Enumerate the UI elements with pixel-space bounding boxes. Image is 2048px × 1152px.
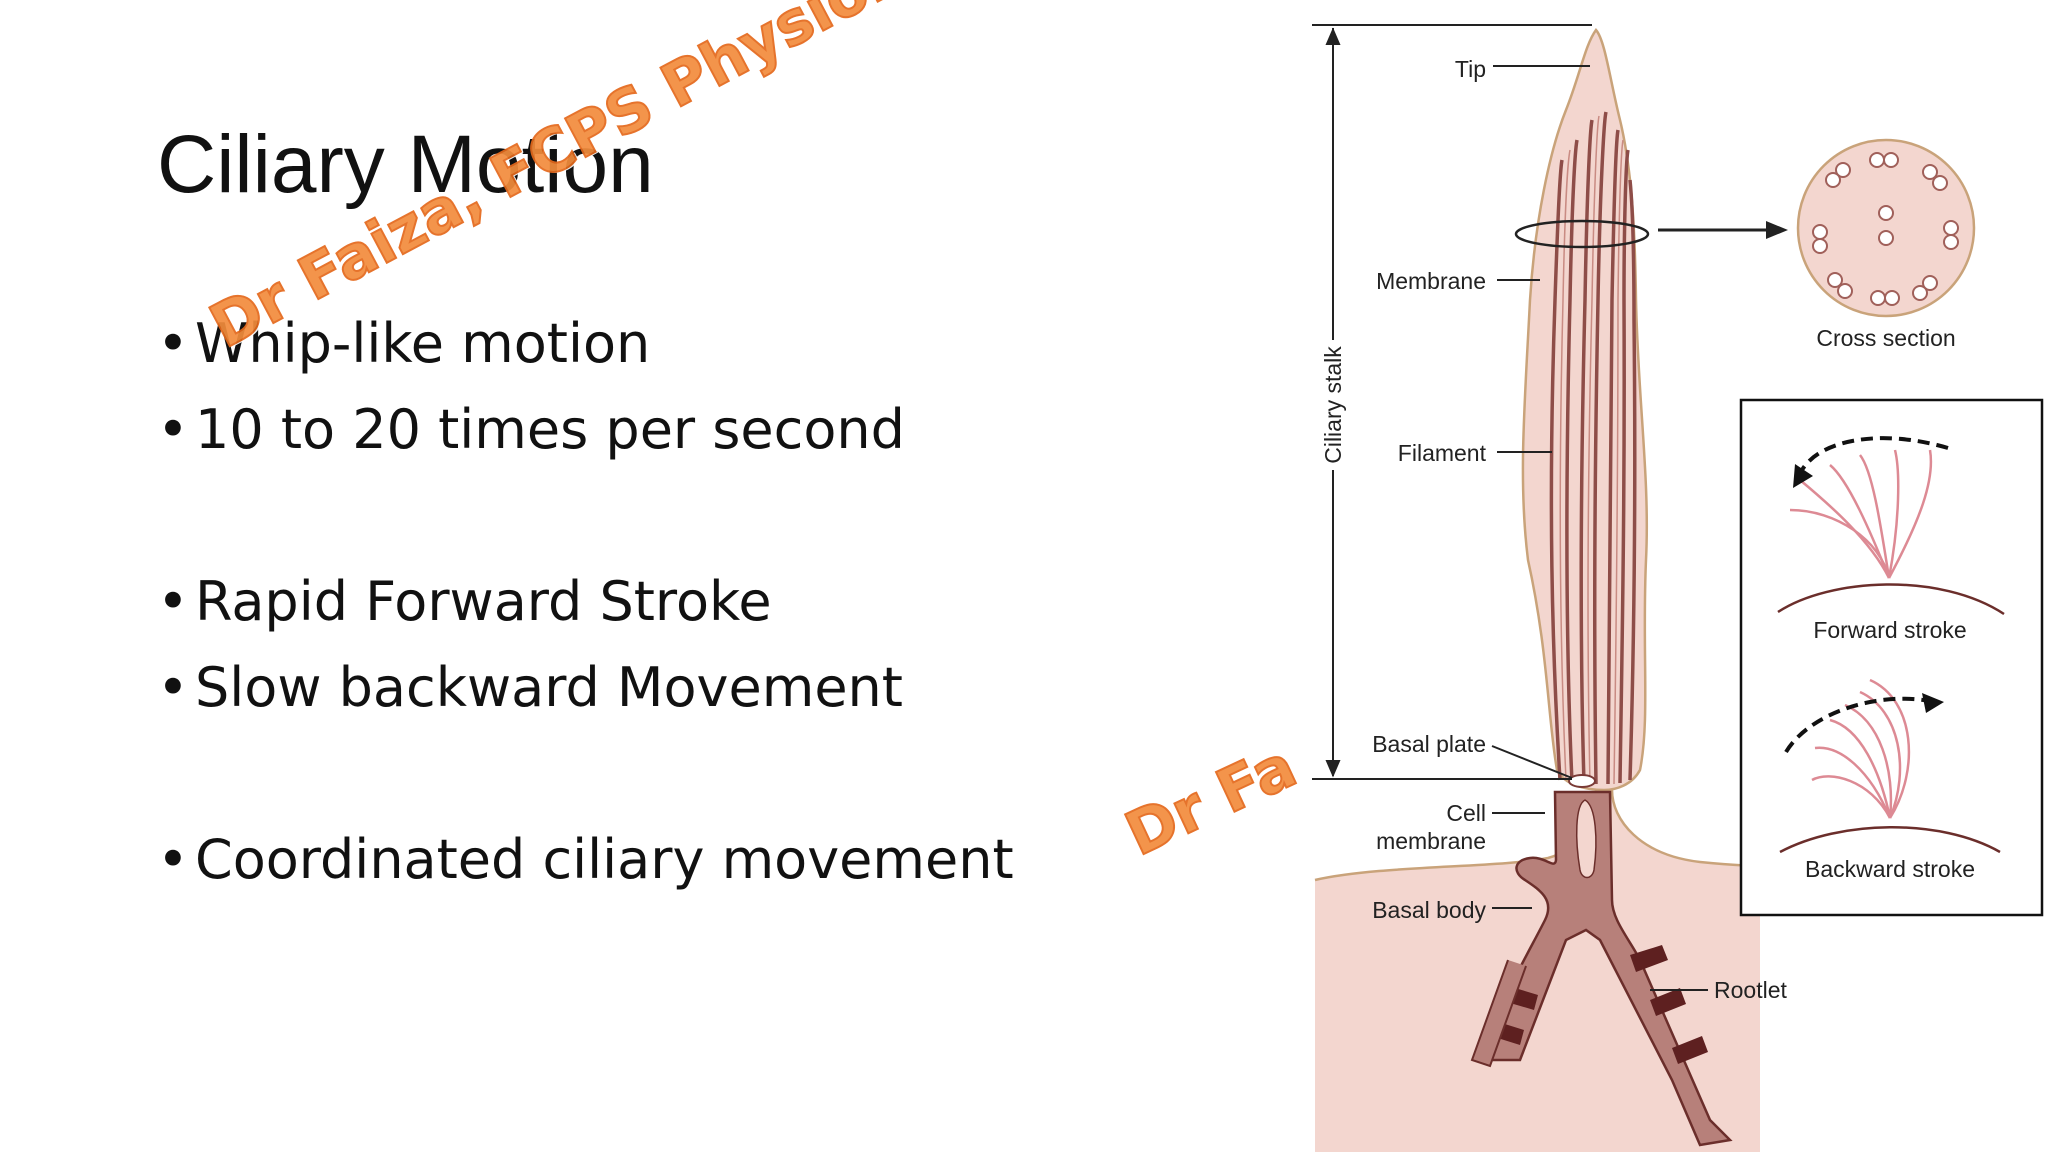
bullet-item: •Rapid Forward Stroke	[157, 570, 772, 633]
forward-stroke-drawing	[1777, 436, 2005, 616]
label-backward-stroke: Backward stroke	[1805, 856, 1975, 882]
label-ciliary-stalk: Ciliary stalk	[1320, 346, 1346, 464]
bullet-text: Rapid Forward Stroke	[195, 570, 772, 633]
bullet-dot: •	[157, 570, 189, 633]
backward-stroke-drawing	[1779, 678, 2001, 854]
bullet-dot: •	[157, 398, 189, 461]
cross-section	[1796, 138, 1976, 318]
bullet-item: •Slow backward Movement	[157, 656, 903, 719]
cilium-stalk	[1521, 28, 1649, 792]
label-rootlet: Rootlet	[1714, 977, 1787, 1003]
bullet-text: Slow backward Movement	[195, 656, 903, 719]
bullet-item: •Whip-like motion	[157, 312, 650, 375]
slide-title: Ciliary Motion	[157, 119, 654, 210]
filaments	[1549, 111, 1637, 785]
label-basal-plate: Basal plate	[1372, 731, 1486, 757]
section-arrow	[1658, 221, 1788, 239]
section-ring	[1514, 219, 1650, 249]
label-tip: Tip	[1455, 56, 1486, 82]
bullet-text: Coordinated ciliary movement	[195, 828, 1014, 891]
cilium-diagram: Tip Membrane Filament Basal plate Cell m…	[1312, 24, 2044, 1152]
bullet-text: Whip-like motion	[195, 312, 651, 375]
stalk-bracket	[1312, 24, 1592, 780]
bullet-dot: •	[157, 312, 189, 375]
basal-plate	[1568, 774, 1596, 788]
bullet-dot: •	[157, 828, 189, 891]
rootlet-left	[1470, 959, 1527, 1068]
label-membrane: Membrane	[1376, 268, 1486, 294]
label-cell-membrane-line2: membrane	[1376, 828, 1486, 854]
bullet-item: •10 to 20 times per second	[157, 398, 905, 461]
bullet-text: 10 to 20 times per second	[195, 398, 905, 461]
watermark-partial: Dr Fa	[1114, 730, 1307, 871]
stroke-inset	[1739, 398, 2044, 917]
bullet-item: •Coordinated ciliary movement	[157, 828, 1014, 891]
label-forward-stroke: Forward stroke	[1813, 617, 1966, 643]
label-cross-section: Cross section	[1816, 325, 1955, 351]
label-filament: Filament	[1398, 440, 1487, 466]
bullet-dot: •	[157, 656, 189, 719]
basal-body-inner	[1575, 799, 1597, 879]
label-basal-body: Basal body	[1372, 897, 1486, 923]
leader-lines	[1491, 65, 1708, 991]
filament-highlights	[1559, 115, 1624, 785]
label-cell-membrane-line1: Cell	[1446, 800, 1486, 826]
